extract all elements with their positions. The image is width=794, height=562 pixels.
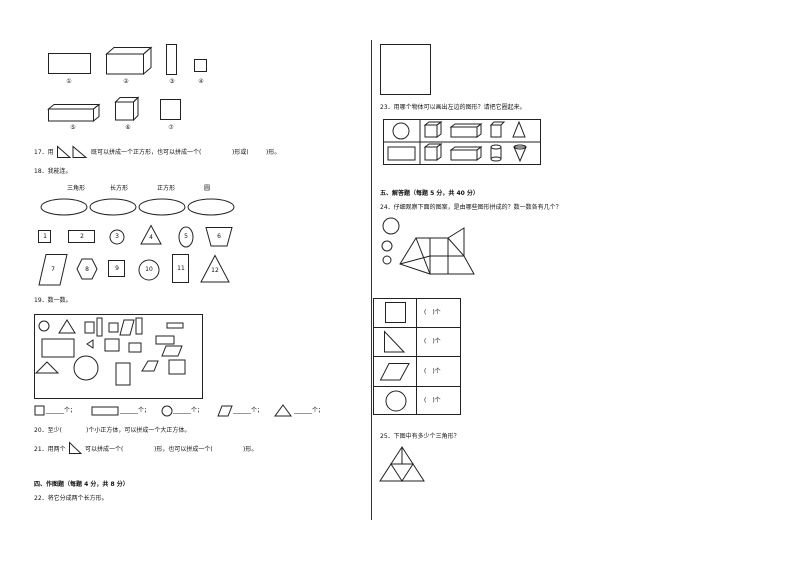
q18-item-1-square[interactable] [38, 230, 52, 244]
q18-title: 18．我能连。 [34, 168, 72, 175]
q23-text: 23．用哪个物体可以画出左边的图形？请把它圈起来。 [380, 104, 526, 111]
q25-triangle-figure [379, 446, 425, 482]
q18-item-12-label: 12 [211, 267, 219, 274]
section-5-heading: 五、解答题（每题 5 分，共 40 分） [380, 190, 479, 197]
q18-item-11-label: 11 [177, 265, 185, 272]
shape-3-tall-rectangle [166, 44, 177, 75]
q17-text-start: 17．用 [34, 149, 54, 156]
q24-row-circle-icon [385, 390, 407, 412]
q19-blank-triangle[interactable]: ______个； [294, 407, 325, 414]
q24-count-triangle[interactable]: ( )个 [424, 338, 441, 345]
q24-table-hline-2 [373, 356, 461, 357]
q20-text-start: 20．至少( [34, 427, 62, 434]
q23-object-table [383, 119, 541, 165]
q20-text-end: )个小正方体，可以拼成一个大正方体。 [86, 427, 191, 434]
q18-item-9-square[interactable] [108, 260, 126, 278]
q25-text: 25．下图中有多少个三角形？ [380, 433, 460, 440]
q21-text-blank: )形，也可以拼成一个( [154, 446, 213, 453]
q17-text-middle: 既可以拼成一个正方形，也可以拼成一个( [91, 149, 202, 156]
shape-2-cuboid [105, 46, 153, 76]
q18-item-5-oval[interactable] [178, 226, 194, 248]
q24-text: 24．仔细观察下面的图案，是由哪些图形拼成的？数一数各有几个？ [380, 204, 562, 211]
q18-item-4-label: 4 [149, 234, 153, 241]
q24-row-square-icon [385, 302, 406, 323]
q18-category-triangle: 三角形 [66, 185, 85, 192]
q22-text: 22．将它分成两个长方形。 [34, 495, 108, 502]
q18-item-8-hexagon[interactable] [76, 258, 98, 280]
q19-answer-icons [34, 404, 292, 417]
q18-item-11-tall-rectangle[interactable] [172, 254, 190, 284]
q18-item-3-circle[interactable] [109, 229, 125, 245]
q18-item-10-label: 10 [145, 266, 153, 273]
triangle-icon [69, 441, 83, 454]
q18-category-square: 正方形 [156, 185, 175, 192]
shape-1-rectangle [48, 53, 91, 74]
q18-item-6-label: 6 [217, 233, 221, 240]
shape-4-small-square [194, 59, 207, 72]
shape-5-long-cuboid [47, 103, 101, 123]
q18-item-3-label: 3 [115, 233, 119, 240]
shape-7-label: ⑦ [168, 124, 174, 131]
q18-item-2-rectangle[interactable] [68, 230, 96, 244]
q18-item-7-parallelogram[interactable] [38, 254, 68, 286]
shape-3-label: ③ [169, 78, 175, 85]
q19-blank-parallelogram[interactable]: ______个； [233, 407, 264, 414]
shape-7-square [160, 99, 181, 120]
q18-item-4-triangle[interactable] [140, 224, 162, 245]
q19-shape-box [34, 314, 203, 399]
q19-blank-rectangle[interactable]: ______个； [120, 407, 151, 414]
q19-blank-square[interactable]: ______个； [46, 407, 77, 414]
q24-count-circle[interactable]: ( )个 [424, 397, 441, 404]
q24-table-hline-1 [373, 327, 461, 328]
q18-item-12-triangle[interactable] [200, 254, 230, 283]
q18-item-1-label: 1 [43, 233, 47, 240]
q18-item-6-trapezoid[interactable] [205, 227, 233, 247]
q17-text-end: )形。 [266, 149, 281, 156]
shape-5-label: ⑤ [70, 124, 76, 131]
q18-item-2-label: 2 [80, 233, 84, 240]
q18-category-ovals [40, 198, 235, 216]
q24-row-triangle-icon [384, 330, 406, 353]
shape-4-label: ④ [198, 78, 204, 85]
q17-text-blank: )形或( [232, 149, 249, 156]
q24-count-square[interactable]: ( )个 [424, 309, 441, 316]
shape-6-label: ⑥ [125, 124, 131, 131]
q18-item-9-label: 9 [115, 265, 119, 272]
triangle-pair-icon [57, 145, 88, 158]
q19-title: 19．数一数。 [34, 297, 72, 304]
shape-2-label: ② [123, 78, 129, 85]
q19-blank-circle[interactable]: ______个； [173, 407, 204, 414]
q24-table-hline-3 [373, 386, 461, 387]
q23-square-outline [380, 44, 431, 95]
q18-item-8-label: 8 [85, 266, 89, 273]
section-4-heading: 四、作图题（每题 4 分，共 8 分） [34, 481, 129, 488]
q24-row-parallelogram-icon [379, 363, 410, 381]
q18-category-rectangle: 长方形 [109, 185, 128, 192]
q24-count-parallelogram[interactable]: ( )个 [424, 368, 441, 375]
q21-text-middle: 可以拼成一个( [85, 446, 124, 453]
q21-text-end: )形。 [243, 446, 258, 453]
column-divider [371, 40, 372, 520]
q21-text-start: 21．用两个 [34, 446, 66, 453]
shape-6-cube [114, 96, 140, 122]
q18-item-5-label: 5 [184, 233, 188, 240]
q24-pattern [381, 217, 475, 275]
q18-category-circle: 圆 [203, 185, 210, 192]
q18-item-10-circle[interactable] [138, 259, 160, 281]
shape-1-label: ① [66, 78, 72, 85]
q18-item-7-label: 7 [51, 266, 55, 273]
